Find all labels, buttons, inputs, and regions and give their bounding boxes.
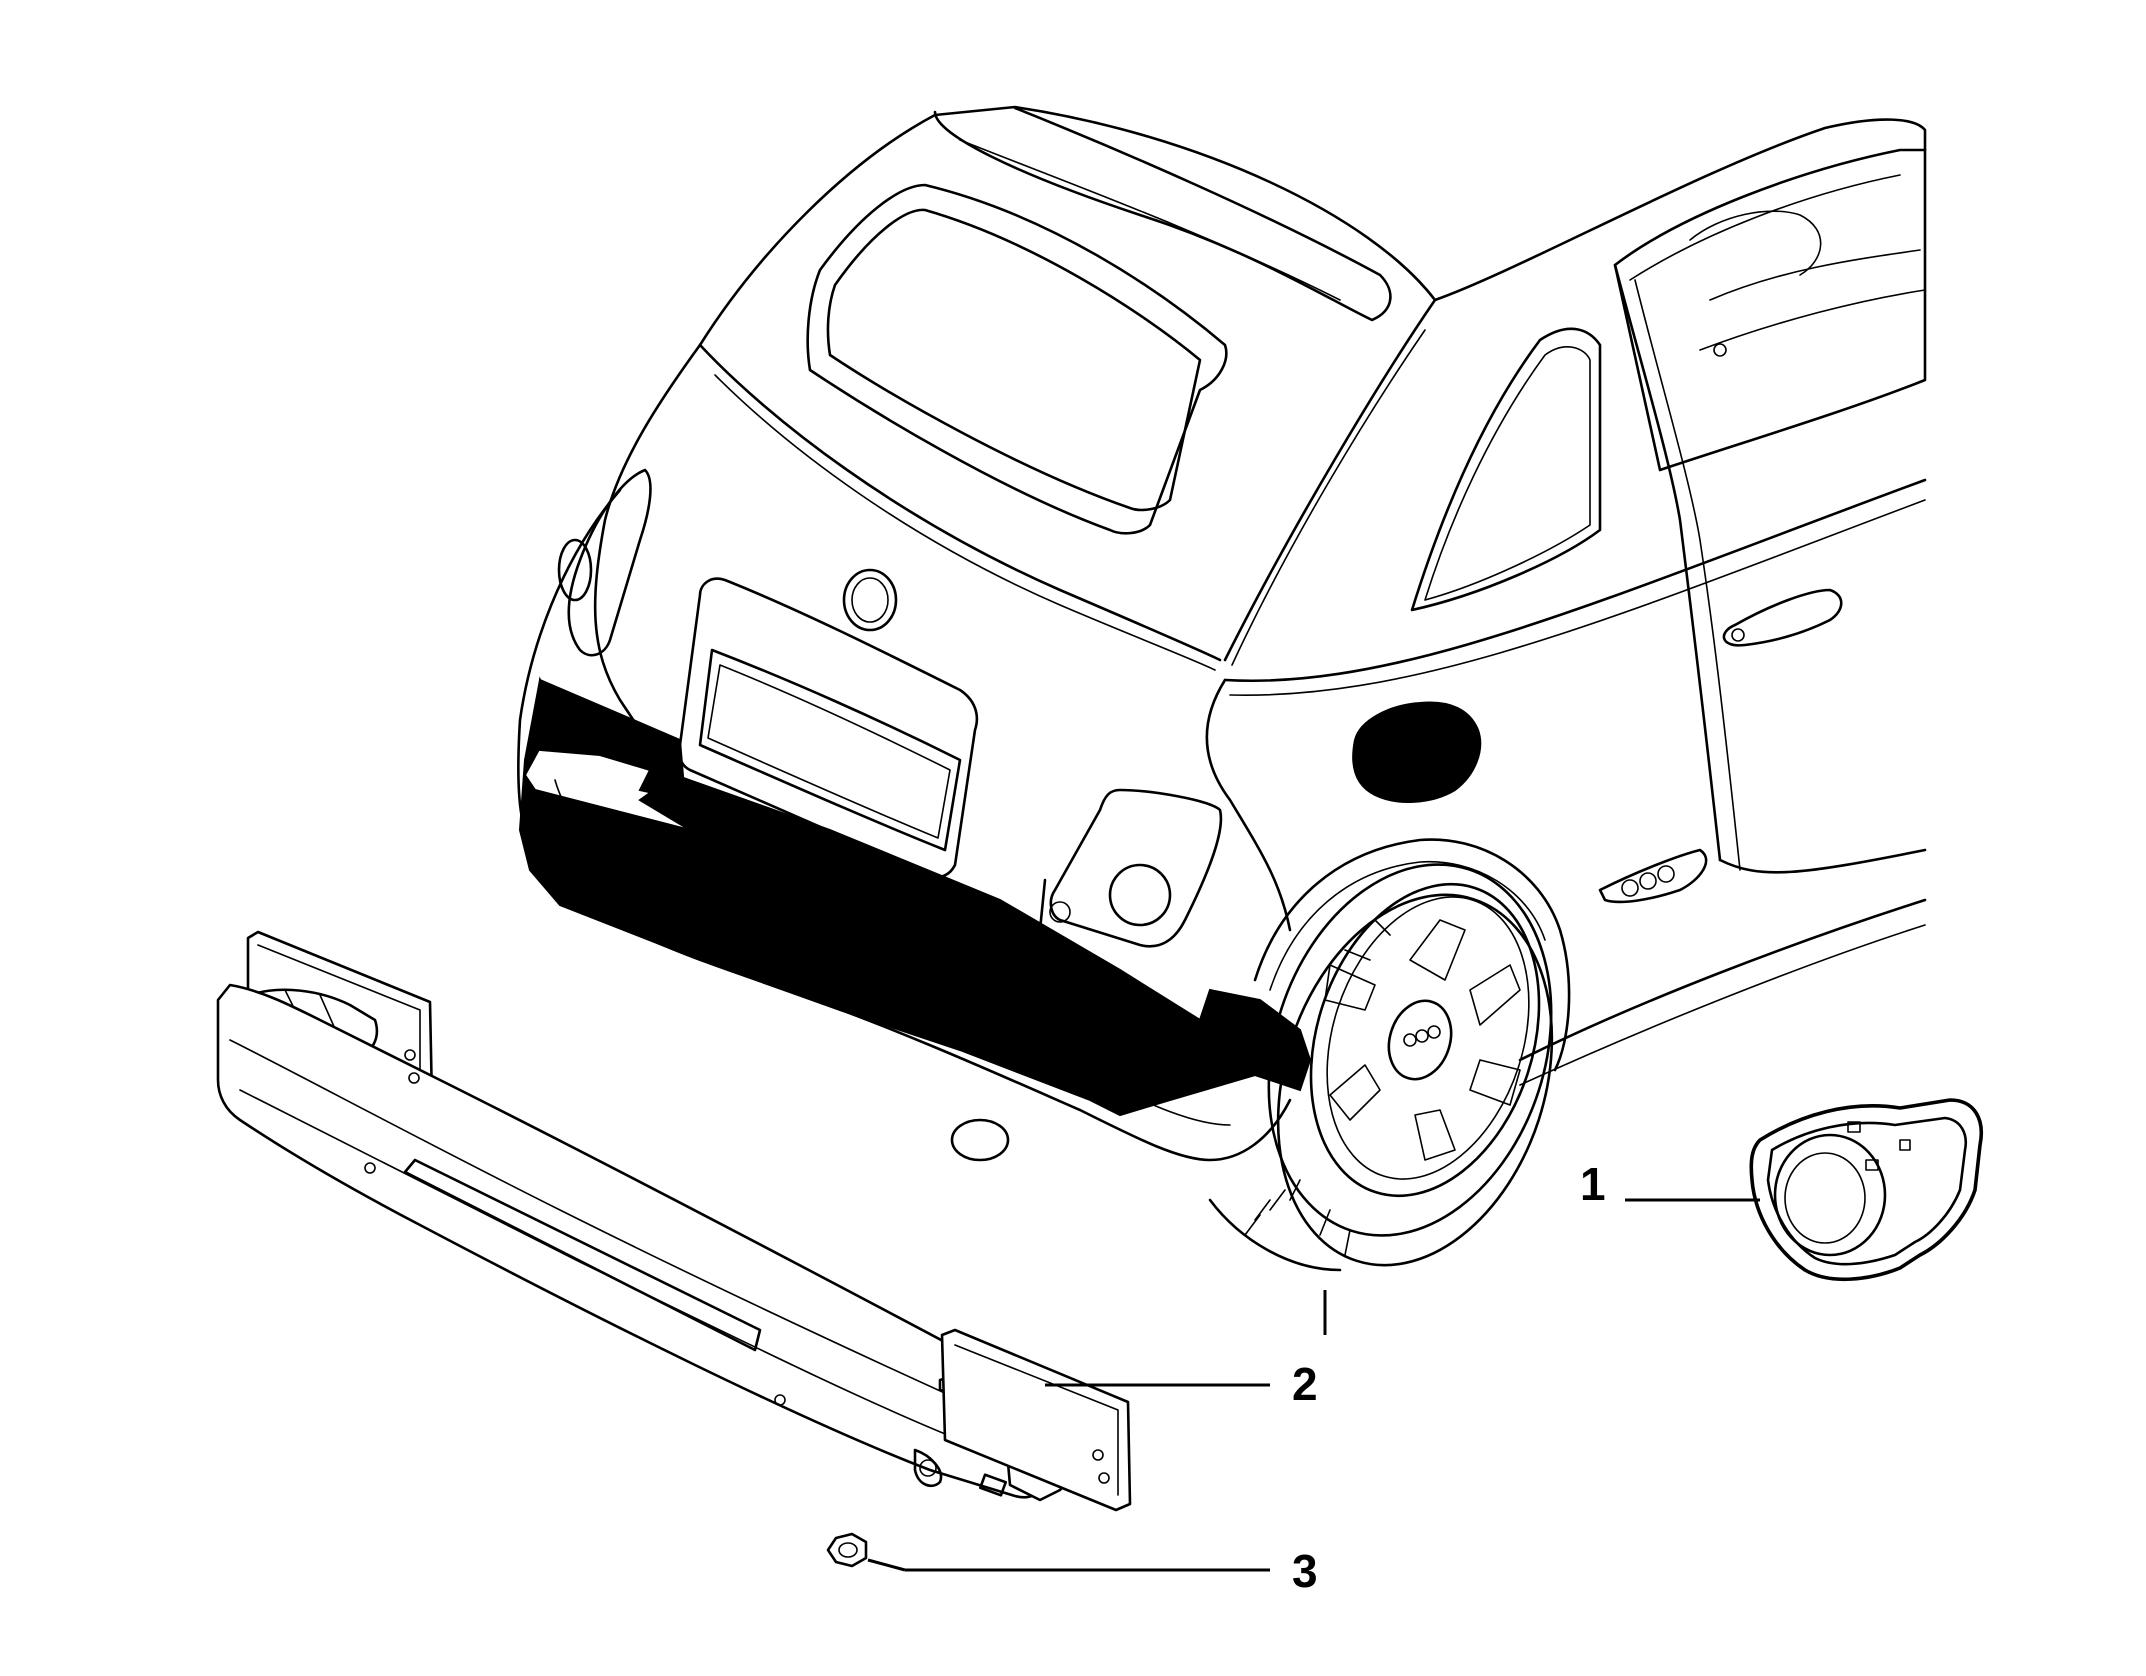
hatch-top-line-inner <box>714 374 1216 671</box>
callout-labels: 1 2 3 <box>1292 1158 1606 1597</box>
callout-3: 3 <box>1292 1545 1318 1597</box>
part-1-liner <box>1749 1098 1983 1282</box>
wheel-spokes <box>1324 919 1521 1161</box>
door-lock <box>1731 628 1745 642</box>
roof-outline <box>698 105 1927 347</box>
tire-hatching <box>1244 919 1391 1256</box>
callout-1: 1 <box>1580 1158 1606 1210</box>
wheel-arch <box>1253 838 1571 1072</box>
c-pillar <box>1223 298 1437 662</box>
side-belt-line-lower <box>1229 499 1926 696</box>
c-pillar-inner <box>1231 329 1426 666</box>
part-3-nut <box>826 1532 868 1568</box>
door-edge <box>1634 279 1741 871</box>
seat-headrest <box>1689 210 1822 276</box>
roof-spoiler <box>933 106 1392 322</box>
car-body <box>516 105 1927 1162</box>
tire-tread <box>1276 893 1554 1267</box>
door-window-frame <box>1613 148 1927 472</box>
rear-window-outer <box>806 183 1228 535</box>
leader-3-stem <box>867 1558 906 1572</box>
wheel-arch-inner <box>1269 860 1546 991</box>
door-pin <box>1713 343 1727 357</box>
rear-logo <box>842 568 898 632</box>
license-plate-recess <box>678 577 979 879</box>
license-plate-inner <box>707 664 951 839</box>
side-belt-line <box>1223 478 1927 682</box>
main-beam <box>216 983 1042 1499</box>
seat-back-2 <box>1699 289 1926 351</box>
wheel-hub-cap <box>1387 999 1453 1081</box>
tire-shadow <box>1208 1198 1342 1272</box>
fuel-cap <box>1352 701 1482 803</box>
bumper-absorber-left-tab <box>539 678 687 802</box>
hatch-top-line <box>698 343 1222 662</box>
seat-back <box>1709 249 1921 301</box>
side-sill <box>1518 898 1927 1062</box>
tow-eye-socket <box>913 1448 943 1487</box>
leader-lines <box>867 1198 1760 1572</box>
tail-light-left <box>567 468 652 657</box>
liner-inner <box>1766 1116 1967 1266</box>
hex-nut <box>826 1532 868 1568</box>
rear-window-glass <box>826 208 1202 512</box>
rear-quarter-window <box>1410 327 1602 612</box>
tail-light-right-lens <box>1108 863 1172 927</box>
roof-spoiler-inner <box>959 139 1341 301</box>
part-2-bumper-reinforcement <box>216 930 1132 1512</box>
main-beam-slot <box>403 1158 762 1352</box>
door-handle <box>1722 588 1843 647</box>
b-pillar <box>1613 263 1722 862</box>
tire-outer <box>1267 863 1553 1237</box>
callout-2: 2 <box>1292 1358 1318 1410</box>
tail-light-right <box>1049 788 1223 948</box>
bumper-absorber-highlight <box>518 676 1312 1117</box>
rear-fog-lamp <box>950 1118 1010 1162</box>
license-plate <box>698 648 962 852</box>
rim-outer <box>1309 882 1541 1198</box>
side-badge-500 <box>1598 848 1708 904</box>
tail-light-left-lens <box>557 538 593 602</box>
rear-quarter-panel <box>1205 678 1292 932</box>
door-window-inner <box>1629 174 1901 281</box>
rear-wheel <box>1208 863 1554 1272</box>
liner-bowl <box>1773 1133 1887 1257</box>
side-sill-lower <box>1519 924 1926 1086</box>
rear-quarter-window-inner <box>1424 346 1591 601</box>
door-bottom <box>1718 848 1927 874</box>
right-bracket-plate <box>940 1328 1132 1512</box>
liner-outer <box>1749 1098 1983 1282</box>
